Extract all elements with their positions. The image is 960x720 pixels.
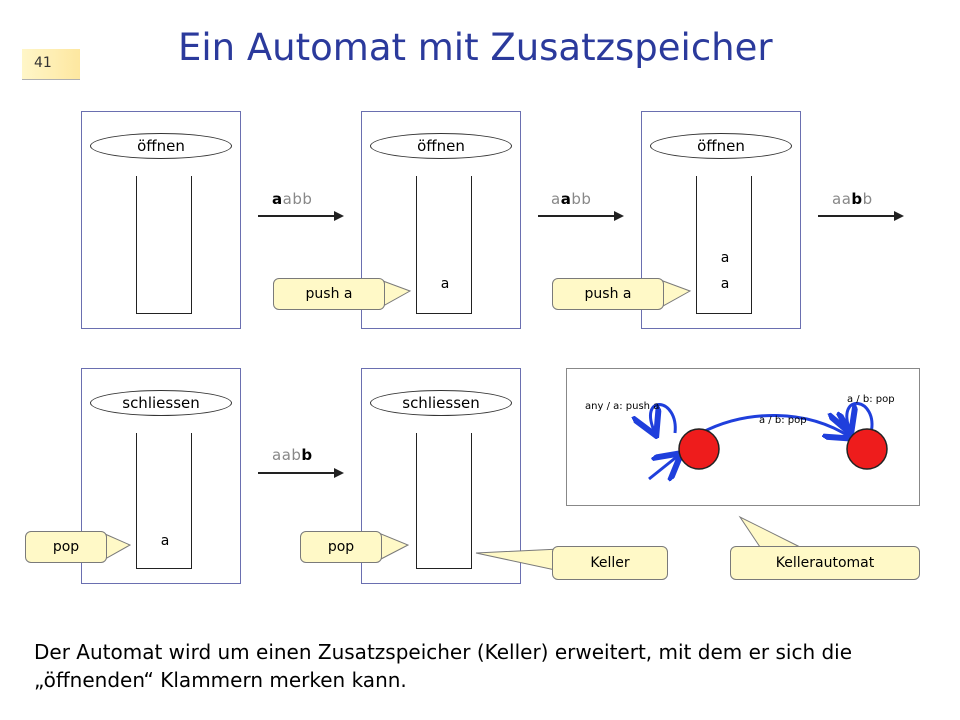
state-label: schliessen: [370, 390, 512, 416]
state-left: [678, 428, 720, 470]
state-right: [846, 428, 888, 470]
transition-label: a / b: pop: [759, 415, 807, 426]
arrow-head-icon: [334, 211, 344, 221]
loop-right-label: a / b: pop: [847, 394, 895, 405]
arrow-line: [258, 215, 336, 217]
callout-tail-push2: [662, 280, 692, 307]
word-pre: a: [551, 190, 561, 208]
word-current: b: [851, 190, 863, 208]
word-current: a: [272, 190, 283, 208]
callout-pop: pop: [25, 531, 107, 563]
callout-tail-keller: [475, 548, 561, 572]
loop-left-edge: [650, 403, 677, 433]
stack-item: a: [720, 250, 730, 266]
stack: [416, 433, 472, 569]
state-label: öffnen: [370, 133, 512, 159]
word-post: bb: [571, 190, 592, 208]
stack: [136, 176, 192, 314]
arrow-head-icon: [894, 211, 904, 221]
arrow-line: [818, 215, 896, 217]
page-number-box: 41: [22, 49, 80, 80]
arrow-head-icon: [614, 211, 624, 221]
arrow-head-icon: [334, 468, 344, 478]
word-current: b: [301, 446, 313, 464]
state-label: öffnen: [650, 133, 792, 159]
start-arrow: [648, 455, 679, 479]
arrow-line: [258, 472, 336, 474]
callout-kellerautomat: Kellerautomat: [730, 546, 920, 580]
callout-tail-push1: [382, 280, 412, 307]
callout-keller: Keller: [552, 546, 668, 580]
callout-pop: pop: [300, 531, 382, 563]
stack: a: [416, 176, 472, 314]
page-title: Ein Automat mit Zusatzspeicher: [178, 26, 773, 69]
description-text: Der Automat wird um einen Zusatzspeicher…: [34, 640, 853, 692]
word-post: b: [862, 190, 873, 208]
callout-tail-pop1: [104, 533, 132, 560]
pushdown-automaton-diagram: any / a: push a a / b: pop a / b: pop: [566, 368, 920, 506]
input-word-4: aabb: [272, 446, 313, 464]
transition-edge: [700, 415, 850, 437]
stack-item: a: [720, 276, 730, 292]
stack: a: [136, 433, 192, 569]
state-label: öffnen: [90, 133, 232, 159]
loop-left-label: any / a: push a: [585, 401, 659, 412]
callout-tail-kellerautomat: [738, 515, 801, 548]
page-number: 41: [34, 55, 52, 71]
arrow-line: [538, 215, 616, 217]
state-label: schliessen: [90, 390, 232, 416]
callout-push-a: push a: [273, 278, 385, 310]
stack-item: a: [440, 276, 450, 292]
input-word-2: aabb: [551, 190, 591, 208]
state-panel-1: öffnen: [81, 111, 241, 329]
callout-tail-pop2: [380, 533, 410, 560]
input-word-1: aabb: [272, 190, 312, 208]
stack: a a: [696, 176, 752, 314]
callout-push-a: push a: [552, 278, 664, 310]
input-word-3: aabb: [832, 190, 873, 208]
state-panel-3: öffnen a a: [641, 111, 801, 329]
word-current: a: [560, 190, 572, 208]
stack-item: a: [160, 533, 170, 549]
word-post: abb: [282, 190, 313, 208]
word-pre: aa: [832, 190, 852, 208]
automaton-svg: any / a: push a a / b: pop a / b: pop: [585, 394, 895, 507]
word-pre: aab: [272, 446, 302, 464]
